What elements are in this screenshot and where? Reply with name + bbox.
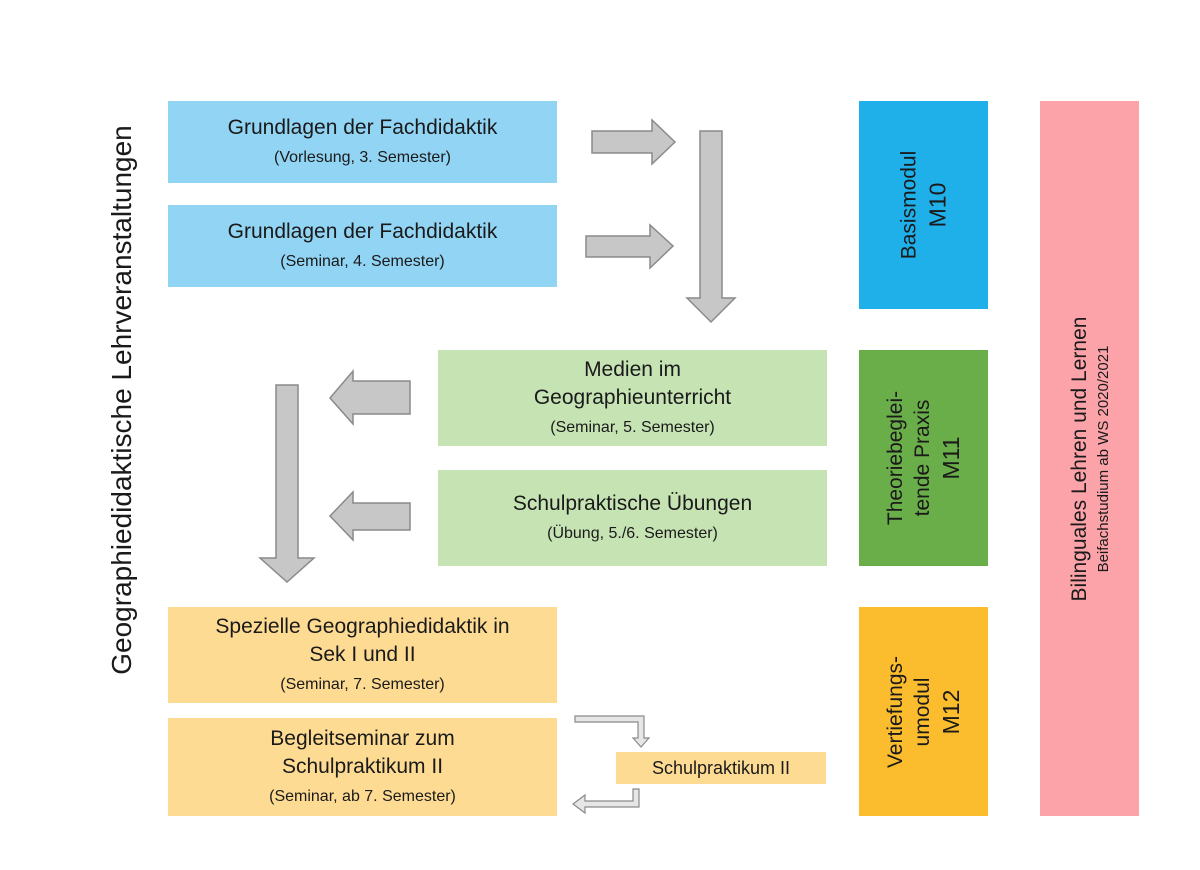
course-detail: (Seminar, 7. Semester)	[280, 676, 445, 693]
course-title: Medien im	[584, 358, 681, 381]
down-arrow-icon	[685, 130, 737, 324]
course-box-grundlagen-seminar: Grundlagen der Fachdidaktik (Seminar, 4.…	[168, 205, 557, 287]
praktikum-label: Schulpraktikum II	[651, 757, 791, 778]
down-arrow-icon	[258, 384, 316, 584]
course-detail: (Seminar, 4. Semester)	[280, 253, 445, 270]
course-title: Begleitseminar zum	[270, 727, 455, 750]
bent-arrow-right-down-icon	[574, 715, 651, 748]
bilingual-column: Bilinguales Lehren und Lernen Beifachstu…	[1040, 101, 1139, 816]
course-title: Schulpraktische Übungen	[512, 492, 753, 515]
course-detail: (Seminar, ab 7. Semester)	[269, 788, 456, 805]
bent-arrow-down-left-icon	[572, 788, 640, 815]
course-title-line2: Schulpraktikum II	[281, 755, 444, 778]
module-theoriebegleitende-praxis-m11: Theoriebeglei- tende Praxis M11	[859, 350, 988, 566]
course-box-spezielle-geographiedidaktik: Spezielle Geographiedidaktik in Sek I un…	[168, 607, 557, 703]
course-detail: (Vorlesung, 3. Semester)	[274, 149, 451, 166]
course-box-begleitseminar: Begleitseminar zum Schulpraktikum II (Se…	[168, 718, 557, 816]
right-arrow-icon	[585, 223, 675, 270]
course-box-schulpraktische-uebungen: Schulpraktische Übungen (Übung, 5./6. Se…	[438, 470, 827, 566]
course-title: Spezielle Geographiedidaktik in	[215, 615, 510, 638]
right-arrow-icon	[591, 118, 677, 166]
course-title: Grundlagen der Fachdidaktik	[227, 220, 498, 243]
module-vertiefungsmodul-m12: Vertiefungs- umodul M12	[859, 607, 988, 816]
module-basismodul-m10: Basismodul M10	[859, 101, 988, 309]
praktikum-box: Schulpraktikum II	[616, 752, 826, 784]
left-arrow-icon	[328, 490, 411, 542]
course-title: Grundlagen der Fachdidaktik	[227, 116, 498, 139]
course-box-grundlagen-vorlesung: Grundlagen der Fachdidaktik (Vorlesung, …	[168, 101, 557, 183]
left-arrow-icon	[329, 368, 411, 426]
course-detail: (Seminar, 5. Semester)	[550, 419, 715, 436]
course-title-line2: Geographieunterricht	[533, 386, 732, 409]
course-box-medien: Medien im Geographieunterricht (Seminar,…	[438, 350, 827, 446]
course-title-line2: Sek I und II	[309, 643, 416, 666]
course-detail: (Übung, 5./6. Semester)	[547, 525, 718, 542]
